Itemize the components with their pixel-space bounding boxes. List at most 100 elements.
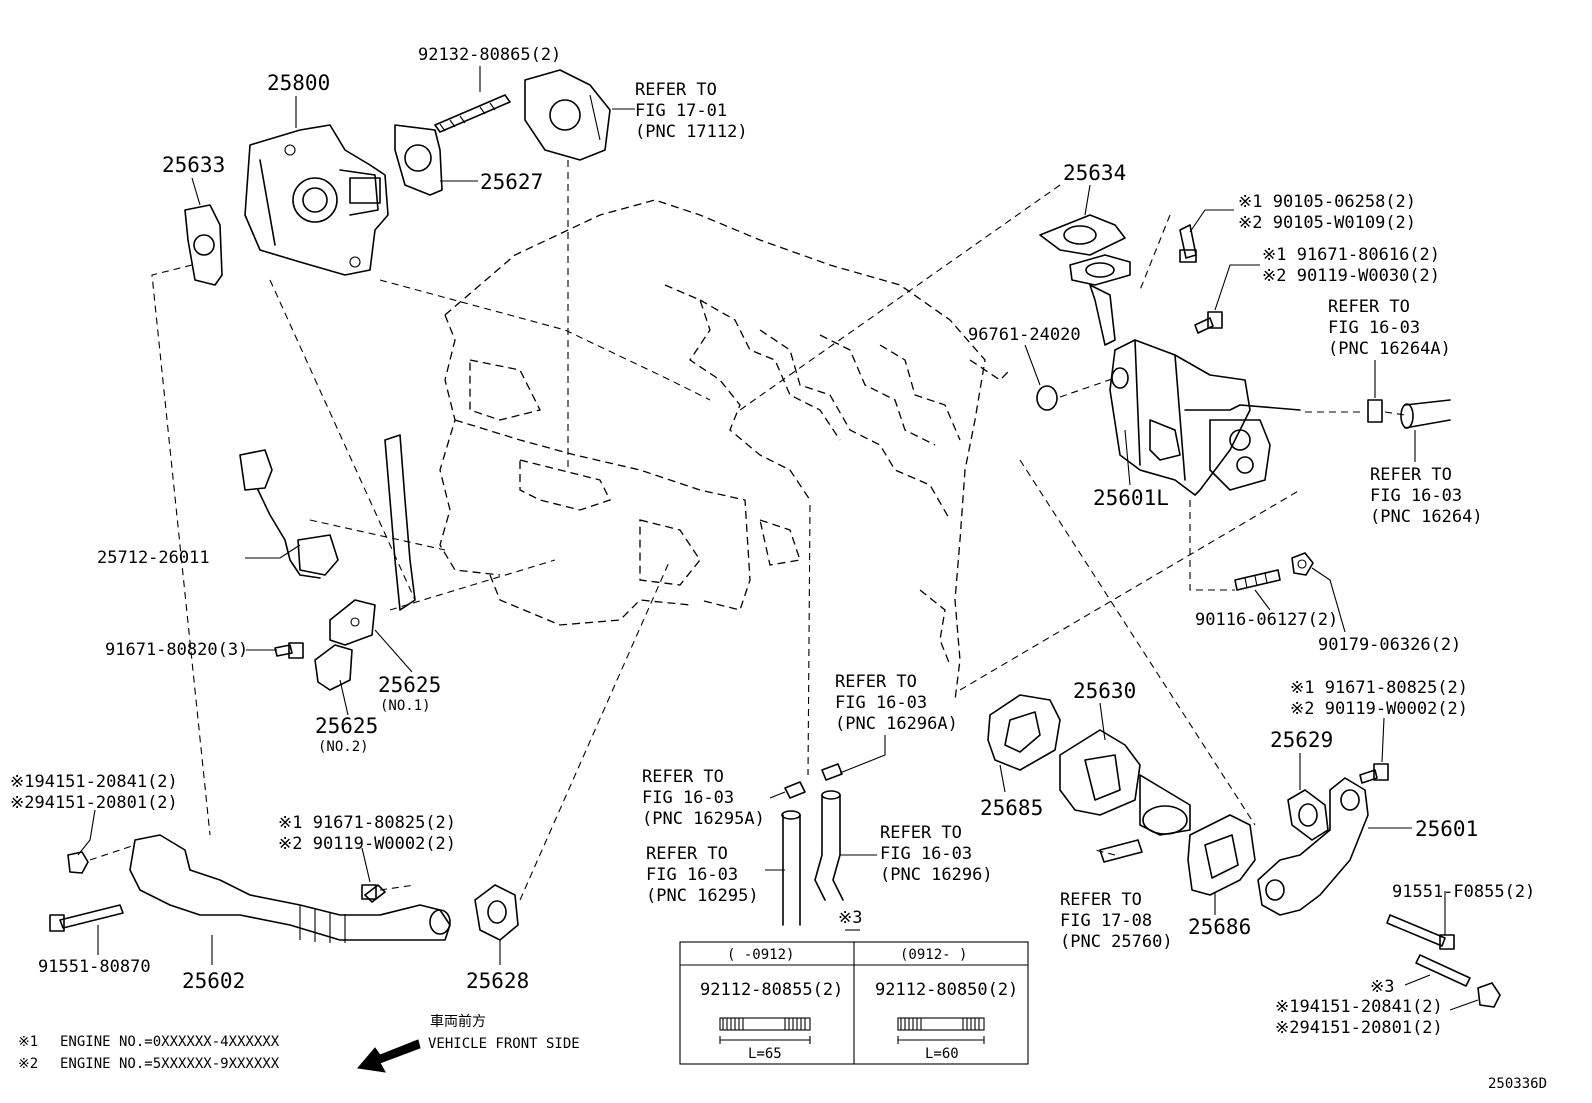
label-refer-16296-3: (PNC 16296) [880, 865, 993, 885]
label-25628: 25628 [466, 969, 529, 993]
stud-col2-range: (0912- ) [900, 947, 967, 963]
nut-94151-left [67, 851, 89, 874]
front-arrow-icon [357, 1039, 421, 1073]
egr-pipe-25602 [129, 834, 451, 943]
label-refer-16264a-1: REFER TO [1328, 297, 1410, 317]
stud-col1-part: 92112-80855(2) [700, 980, 843, 1000]
label-right-bolt-1: ※1 91671-80825(2) [1290, 678, 1468, 698]
clip-16295A [784, 781, 806, 799]
bracket-25625-no1 [329, 599, 376, 646]
label-90179: 90179-06326(2) [1318, 635, 1461, 655]
label-bolt-top-1: ※1 90105-06258(2) [1238, 192, 1416, 212]
direction-en: VEHICLE FRONT SIDE [428, 1036, 580, 1052]
label-92132: 92132-80865(2) [418, 45, 561, 65]
label-25685: 25685 [980, 796, 1043, 820]
label-25627: 25627 [480, 170, 543, 194]
note-1-mark: ※1 [18, 1034, 38, 1050]
label-refer-16295a-3: (PNC 16295A) [642, 809, 765, 829]
sensor-25712 [239, 449, 339, 579]
label-refer-16264-3: (PNC 16264) [1370, 507, 1483, 527]
label-refer-17112-2: FIG 17-01 [635, 101, 727, 121]
gasket-25686 [1187, 814, 1256, 896]
egr-pipe-25601 [1257, 777, 1369, 916]
stud-drawing-l60: L=60 [897, 1017, 985, 1062]
o-ring-96761 [1036, 385, 1058, 411]
hose-16296 [814, 790, 844, 901]
label-no2: (NO.2) [318, 739, 369, 755]
stay-bracket [384, 434, 416, 611]
stud-drawing-l65: L=65 [719, 1017, 811, 1062]
label-left-bolt-1: ※1 91671-80825(2) [278, 813, 456, 833]
label-refer-16295a-1: REFER TO [642, 767, 724, 787]
label-mark3-right: ※3 [1370, 977, 1394, 997]
label-refer-16264a-3: (PNC 16264A) [1328, 339, 1451, 359]
label-nut-right-1: ※194151-20841(2) [1275, 997, 1443, 1017]
gasket-25629 [1287, 789, 1329, 841]
label-bolt-top-2: ※2 90105-W0109(2) [1238, 213, 1416, 233]
engine-outline [439, 199, 1011, 701]
label-refer-16296a-1: REFER TO [835, 672, 917, 692]
label-25625-no2: 25625 [315, 714, 378, 738]
label-25629: 25629 [1270, 728, 1333, 752]
label-nut-left-2: ※294151-20801(2) [10, 793, 178, 813]
egr-valve-25630 [1059, 729, 1191, 836]
bolt-91551-80870 [49, 904, 124, 932]
figure-code: 250336D [1488, 1076, 1547, 1092]
label-91671-80820: 91671-80820(3) [105, 640, 248, 660]
note-2-mark: ※2 [18, 1056, 38, 1072]
hose-clip-16264A [1367, 399, 1383, 423]
stud-90116 [1234, 569, 1281, 591]
stud-col2-length: L=60 [925, 1046, 959, 1062]
bolt-91671-80825-right [1359, 763, 1389, 784]
label-refer-16295a-2: FIG 16-03 [642, 788, 734, 808]
label-91551-f0855: 91551-F0855(2) [1392, 882, 1535, 902]
gasket-25633 [184, 204, 223, 286]
nut-90179 [1291, 552, 1314, 576]
note-2-text: ENGINE NO.=5XXXXXX-9XXXXXX [60, 1056, 280, 1072]
label-25601: 25601 [1415, 817, 1478, 841]
label-refer-25760-3: (PNC 25760) [1060, 932, 1173, 952]
nut-94151-right [1477, 982, 1501, 1008]
bolt-91671-80820 [274, 642, 304, 659]
egr-valve-25800 [244, 124, 389, 276]
label-refer-16296a-3: (PNC 16296A) [835, 714, 958, 734]
gasket-25628 [474, 884, 519, 941]
stud-table: ( -0912) (0912- ) 92112-80855(2) 92112-8… [679, 941, 1029, 1065]
label-refer-25760-2: FIG 17-08 [1060, 911, 1152, 931]
stud-col2-part: 92112-80850(2) [875, 980, 1018, 1000]
label-refer-16296-2: FIG 16-03 [880, 844, 972, 864]
label-25633: 25633 [162, 153, 225, 177]
bolt-90105 [1179, 224, 1197, 263]
label-refer-16295-2: FIG 16-03 [646, 865, 738, 885]
label-bolt-mid-2: ※2 90119-W0030(2) [1262, 266, 1440, 286]
labels: 25800 92132-80865(2) REFER TO FIG 17-01 … [10, 45, 1535, 1038]
label-25630: 25630 [1073, 679, 1136, 703]
bracket-25625-no2 [314, 644, 353, 691]
gasket-25627 [394, 124, 443, 196]
label-left-bolt-2: ※2 90119-W0002(2) [278, 834, 456, 854]
label-refer-16296-1: REFER TO [880, 823, 962, 843]
label-25712: 25712-26011 [97, 548, 210, 568]
stud-mark3-right [1415, 954, 1471, 987]
label-refer-16264a-2: FIG 16-03 [1328, 318, 1420, 338]
hose-16295 [781, 810, 801, 926]
gasket-25634 [1039, 214, 1131, 286]
label-mark3-table: ※3 [838, 908, 862, 928]
label-refer-16264-2: FIG 16-03 [1370, 486, 1462, 506]
bolt-91671-80616 [1194, 311, 1223, 334]
stud-col1-length: L=65 [748, 1046, 782, 1062]
label-bolt-mid-1: ※1 91671-80616(2) [1262, 245, 1440, 265]
hose-16264 [1400, 399, 1451, 429]
label-25634: 25634 [1063, 161, 1126, 185]
label-refer-17112-3: (PNC 17112) [635, 122, 748, 142]
label-refer-16264-1: REFER TO [1370, 465, 1452, 485]
label-25602: 25602 [182, 969, 245, 993]
label-refer-17112-1: REFER TO [635, 80, 717, 100]
bolt-91671-80825-left [361, 884, 386, 903]
label-refer-25760-1: REFER TO [1060, 890, 1142, 910]
label-25601L: 25601L [1093, 486, 1169, 510]
note-1-text: ENGINE NO.=0XXXXXX-4XXXXXX [60, 1034, 280, 1050]
label-25686: 25686 [1188, 915, 1251, 939]
bolt-91551-F0855 [1386, 914, 1455, 950]
